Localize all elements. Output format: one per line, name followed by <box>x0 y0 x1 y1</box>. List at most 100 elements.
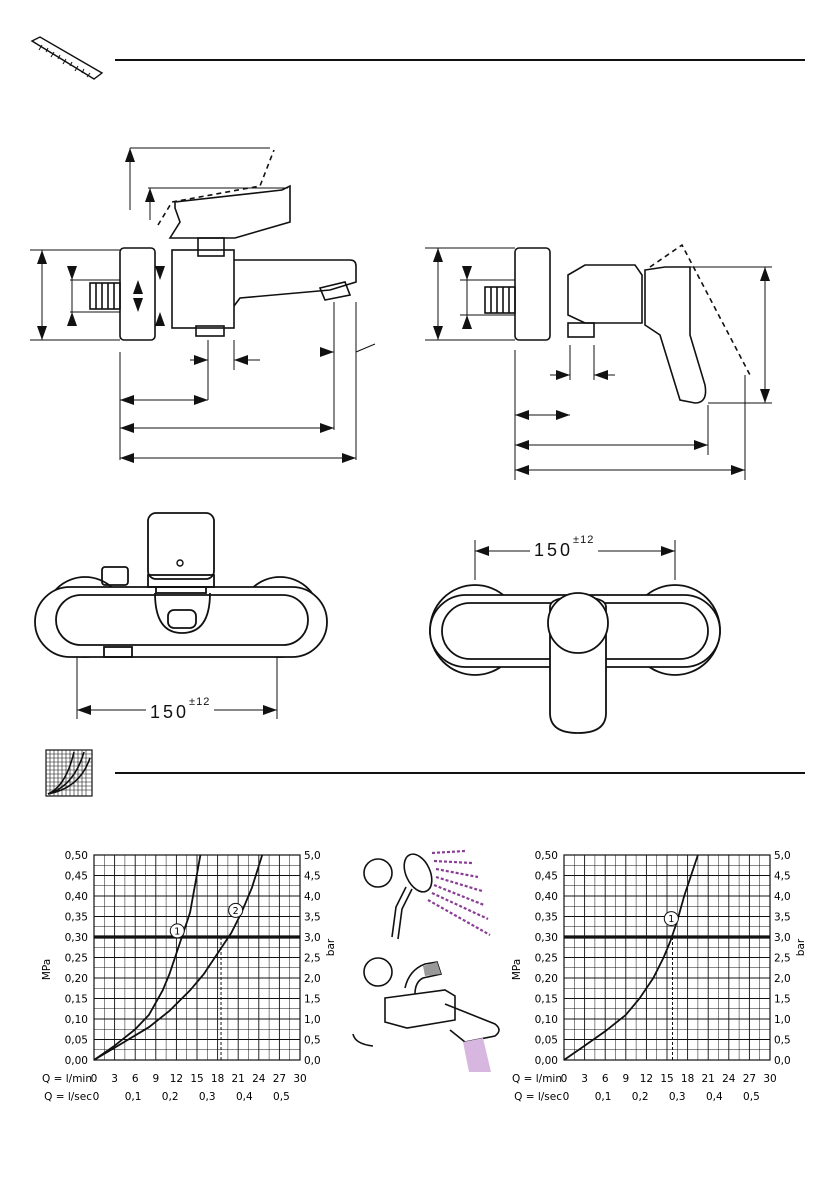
bath-mixer-front-drawing <box>34 512 328 719</box>
hand-shower-icon <box>363 849 491 940</box>
x-row1-label: Q = l/min <box>42 1073 92 1085</box>
y-tick-label: 0,45 <box>65 871 88 883</box>
bath-spout-icon <box>352 957 500 1072</box>
series-line-1 <box>93 854 202 1061</box>
y-tick-label: 0,00 <box>65 1055 88 1067</box>
x-row1-tick: 21 <box>232 1073 245 1085</box>
x-row2-tick: 0,1 <box>595 1091 612 1103</box>
x-row1-tick: 30 <box>293 1073 306 1085</box>
shower-width-label: 150±12 <box>530 534 599 561</box>
series-line-2 <box>93 854 264 1061</box>
y-axis-label: MPa <box>511 959 523 980</box>
flow-chart-2: 0,000,050,100,150,200,250,300,350,400,45… <box>511 850 807 1103</box>
flow-chart-1: 0,000,050,100,150,200,250,300,350,400,45… <box>41 850 337 1103</box>
x-row1-tick: 15 <box>660 1073 673 1085</box>
y2-tick-label: 2,0 <box>304 973 321 985</box>
flow-graph-icon <box>45 749 93 797</box>
plot-frame <box>563 854 771 1061</box>
y-tick-label: 0,30 <box>65 932 88 944</box>
bath-mixer-side-drawing <box>30 147 376 463</box>
section-divider <box>115 59 805 61</box>
chart-grid <box>93 854 301 1061</box>
series-label: 1 <box>668 914 674 925</box>
x-row1-tick: 9 <box>622 1073 629 1085</box>
x-row1-tick: 27 <box>273 1073 286 1085</box>
y-tick-label: 0,35 <box>65 912 88 924</box>
x-row1-tick: 18 <box>681 1073 694 1085</box>
y-tick-label: 0,10 <box>65 1014 88 1026</box>
y-tick-label: 0,20 <box>65 973 88 985</box>
series-label-circle <box>169 923 185 939</box>
x-row1-tick: 24 <box>252 1073 266 1085</box>
x-row1-tick: 18 <box>211 1073 224 1085</box>
y-tick-label: 0,15 <box>535 994 558 1006</box>
x-row2-tick: 0,4 <box>706 1091 723 1103</box>
y2-tick-label: 4,0 <box>774 891 791 903</box>
x-row1-tick: 12 <box>170 1073 183 1085</box>
x-row2-tick: 0 <box>93 1091 100 1103</box>
y2-tick-label: 1,0 <box>304 1014 321 1026</box>
y-tick-label: 0,40 <box>535 891 558 903</box>
x-row2-label: Q = l/sec <box>514 1091 562 1103</box>
x-row2-tick: 0,5 <box>273 1091 290 1103</box>
x-row1-tick: 0 <box>561 1073 568 1085</box>
y2-tick-label: 2,0 <box>774 973 791 985</box>
y2-tick-label: 0,5 <box>304 1035 321 1047</box>
x-row1-tick: 3 <box>581 1073 588 1085</box>
section-divider-2 <box>115 772 805 774</box>
x-row2-tick: 0,1 <box>125 1091 142 1103</box>
shower-mixer-front-drawing <box>429 540 721 734</box>
series-line-1 <box>563 854 699 1061</box>
bath-width-label: 150±12 <box>146 696 215 723</box>
y-tick-label: 0,50 <box>535 850 558 862</box>
y2-tick-label: 5,0 <box>304 850 321 862</box>
y-tick-label: 0,45 <box>535 871 558 883</box>
y2-axis-label: bar <box>795 938 807 956</box>
x-row1-tick: 30 <box>763 1073 776 1085</box>
y-tick-label: 0,30 <box>535 932 558 944</box>
bath-tolerance-label: ±12 <box>189 696 211 708</box>
y-tick-label: 0,00 <box>535 1055 558 1067</box>
x-row1-tick: 3 <box>111 1073 118 1085</box>
x-row1-tick: 27 <box>743 1073 756 1085</box>
x-row2-label: Q = l/sec <box>44 1091 92 1103</box>
chart-grid <box>563 854 771 1061</box>
y-tick-label: 0,25 <box>65 953 88 965</box>
y2-tick-label: 3,5 <box>774 912 791 924</box>
x-row1-tick: 0 <box>91 1073 98 1085</box>
y2-axis-label: bar <box>325 938 337 956</box>
x-row2-tick: 0,5 <box>743 1091 760 1103</box>
y-tick-label: 0,15 <box>65 994 88 1006</box>
y-tick-label: 0,25 <box>535 953 558 965</box>
y2-tick-label: 4,0 <box>304 891 321 903</box>
y-tick-label: 0,50 <box>65 850 88 862</box>
plot-frame <box>93 854 301 1061</box>
y2-tick-label: 4,5 <box>774 871 791 883</box>
x-row1-tick: 6 <box>132 1073 139 1085</box>
y2-tick-label: 0,0 <box>304 1055 321 1067</box>
y2-tick-label: 5,0 <box>774 850 791 862</box>
series-label: 2 <box>233 906 239 917</box>
y2-tick-label: 4,5 <box>304 871 321 883</box>
x-row1-label: Q = l/min <box>512 1073 562 1085</box>
x-row2-tick: 0,2 <box>162 1091 179 1103</box>
x-row2-tick: 0,4 <box>236 1091 253 1103</box>
x-row2-tick: 0,2 <box>632 1091 649 1103</box>
y-tick-label: 0,10 <box>535 1014 558 1026</box>
x-row1-tick: 24 <box>722 1073 736 1085</box>
x-row1-tick: 21 <box>702 1073 715 1085</box>
y2-tick-label: 0,0 <box>774 1055 791 1067</box>
series-label: 1 <box>174 926 180 937</box>
y-tick-label: 0,40 <box>65 891 88 903</box>
y2-tick-label: 3,0 <box>774 932 791 944</box>
x-row1-tick: 6 <box>602 1073 609 1085</box>
x-row2-tick: 0,3 <box>199 1091 216 1103</box>
x-row2-tick: 0 <box>563 1091 570 1103</box>
y-tick-label: 0,05 <box>65 1035 88 1047</box>
y2-tick-label: 2,5 <box>304 953 321 965</box>
x-row2-tick: 0,3 <box>669 1091 686 1103</box>
series-label-circle <box>663 911 679 927</box>
y2-tick-label: 1,5 <box>304 994 321 1006</box>
y2-tick-label: 0,5 <box>774 1035 791 1047</box>
ruler-icon <box>30 36 104 80</box>
